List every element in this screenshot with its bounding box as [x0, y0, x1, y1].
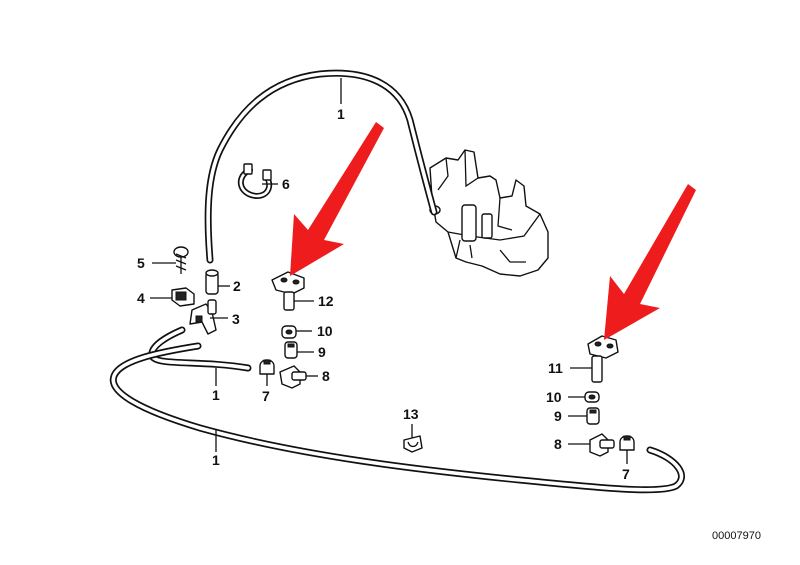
washer-fluid-reservoir-icon — [429, 149, 549, 277]
grommet-part-9-left — [284, 341, 298, 359]
hose-lower — [109, 342, 685, 494]
elbow-part-8-right — [589, 433, 615, 457]
callout-8-left: 8 — [322, 368, 330, 384]
callout-10-right: 10 — [546, 389, 562, 405]
reference-number: 00007970 — [712, 530, 761, 542]
spacer-part-10-left — [281, 325, 297, 339]
callout-11: 11 — [548, 360, 563, 376]
connector-part-2 — [205, 269, 219, 295]
callout-10-left: 10 — [317, 323, 333, 339]
elbow-part-8-left — [279, 365, 307, 389]
red-pointer-arrow-icon — [604, 184, 696, 340]
leader-lines — [150, 78, 628, 464]
callout-13: 13 — [403, 406, 419, 422]
callout-5: 5 — [137, 255, 145, 271]
callout-2: 2 — [233, 278, 241, 294]
callout-9-left: 9 — [318, 344, 326, 360]
clamp-part-7-right — [619, 435, 635, 451]
callout-1-top: 1 — [337, 106, 345, 122]
grommet-part-9-right — [586, 407, 600, 425]
connector-part-3 — [189, 299, 217, 335]
callout-7-left: 7 — [262, 388, 270, 404]
callout-4: 4 — [137, 290, 145, 306]
callout-1-bottom: 1 — [212, 452, 220, 468]
spacer-part-10-right — [584, 391, 600, 403]
hose-upper — [204, 69, 438, 264]
callout-1-middle: 1 — [212, 387, 220, 403]
washer-nozzle-right — [587, 335, 619, 383]
nut-part-4 — [171, 287, 195, 307]
hose-clip-part-13 — [403, 435, 423, 453]
clip-part-6 — [238, 163, 273, 200]
callout-12: 12 — [318, 293, 334, 309]
callout-8-right: 8 — [554, 436, 562, 452]
callout-7-right: 7 — [622, 466, 630, 482]
red-pointer-arrow-icon — [290, 122, 384, 276]
callout-3: 3 — [232, 311, 240, 327]
washer-nozzle-left — [271, 271, 305, 311]
clamp-part-7-left — [259, 359, 275, 375]
callout-6: 6 — [282, 176, 290, 192]
callout-9-right: 9 — [554, 408, 562, 424]
bolt-part-5 — [173, 246, 189, 274]
